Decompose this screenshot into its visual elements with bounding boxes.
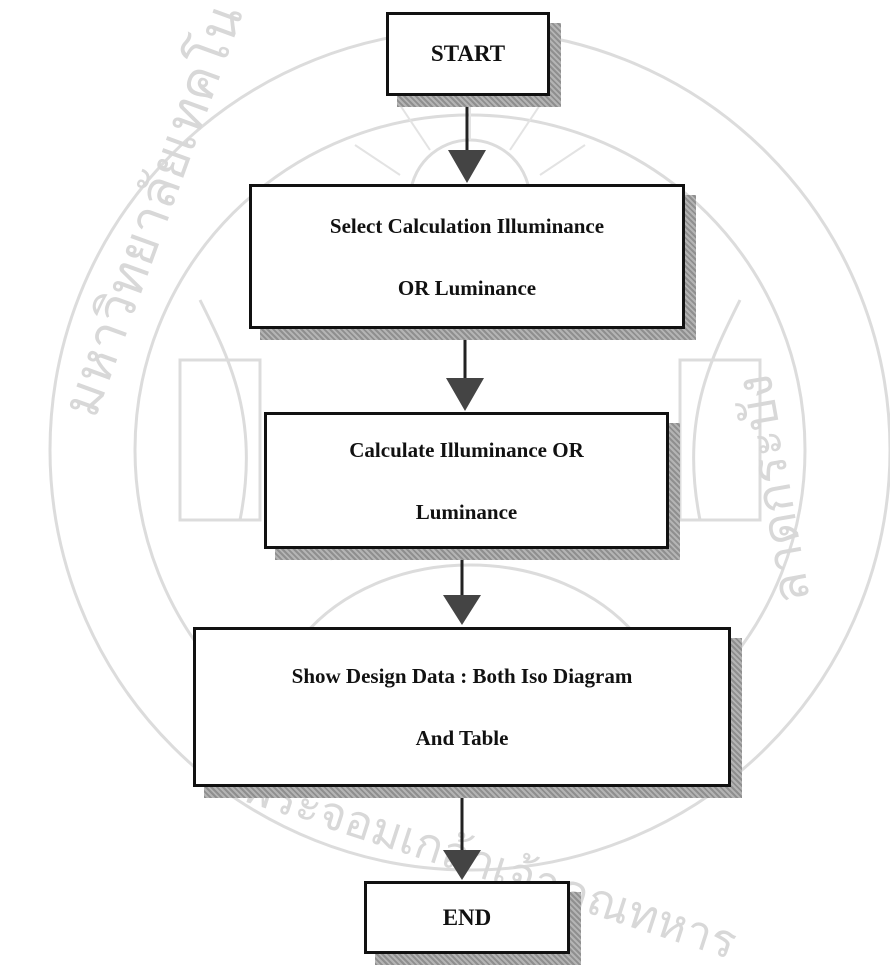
select-label-line-2: OR Luminance <box>397 275 537 300</box>
arrow-select-to-calculate <box>446 329 484 411</box>
calculate-node: Calculate Illuminance OR Luminance <box>264 412 680 560</box>
show-label-line-2: And Table <box>415 726 509 750</box>
start-label: START <box>430 41 506 66</box>
calculate-label-line-2: Luminance <box>415 499 518 524</box>
select-label-line-1: Select Calculation Illuminance <box>329 213 605 238</box>
end-label: END <box>442 904 492 930</box>
show-label-line-1: Show Design Data : Both Iso Diagram <box>291 664 633 688</box>
show-design-data-node: Show Design Data : Both Iso Diagram And … <box>193 627 742 798</box>
start-node: START <box>386 12 561 107</box>
arrow-show-to-end <box>443 787 481 880</box>
arrow-start-to-select <box>448 96 486 183</box>
end-node: END <box>364 881 581 965</box>
calculate-label-line-1: Calculate Illuminance OR <box>349 437 584 462</box>
arrow-calculate-to-show <box>443 549 481 625</box>
select-calculation-node: Select Calculation Illuminance OR Lumina… <box>249 184 696 340</box>
